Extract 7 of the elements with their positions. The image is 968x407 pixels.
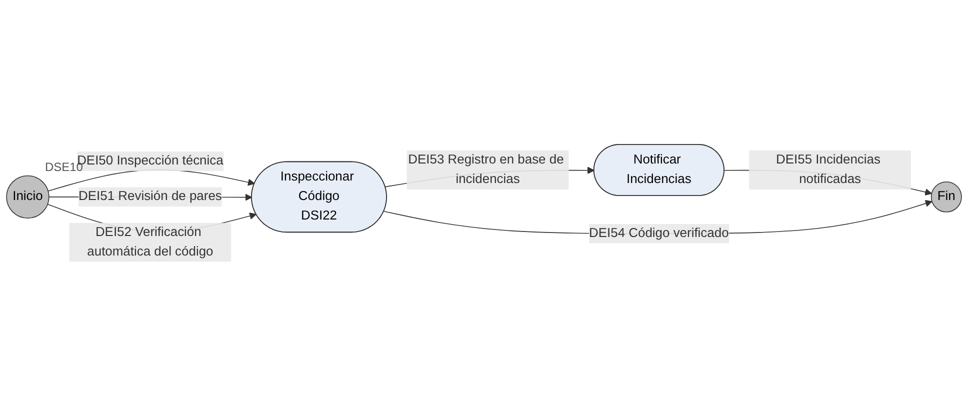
edge-label: DEI54 Código verificado [589,226,729,240]
edge-label: DEI53 Registro en base de incidencias [408,153,564,187]
edge-label: DEI52 Verificación automática del código [87,226,214,259]
node-circle: Inicio [6,176,50,219]
node-circle: Fin [930,182,962,213]
edge-label: DEI51 Revisión de pares [78,190,222,204]
edge-label: DEI55 Incidencias notificadas [776,153,880,187]
